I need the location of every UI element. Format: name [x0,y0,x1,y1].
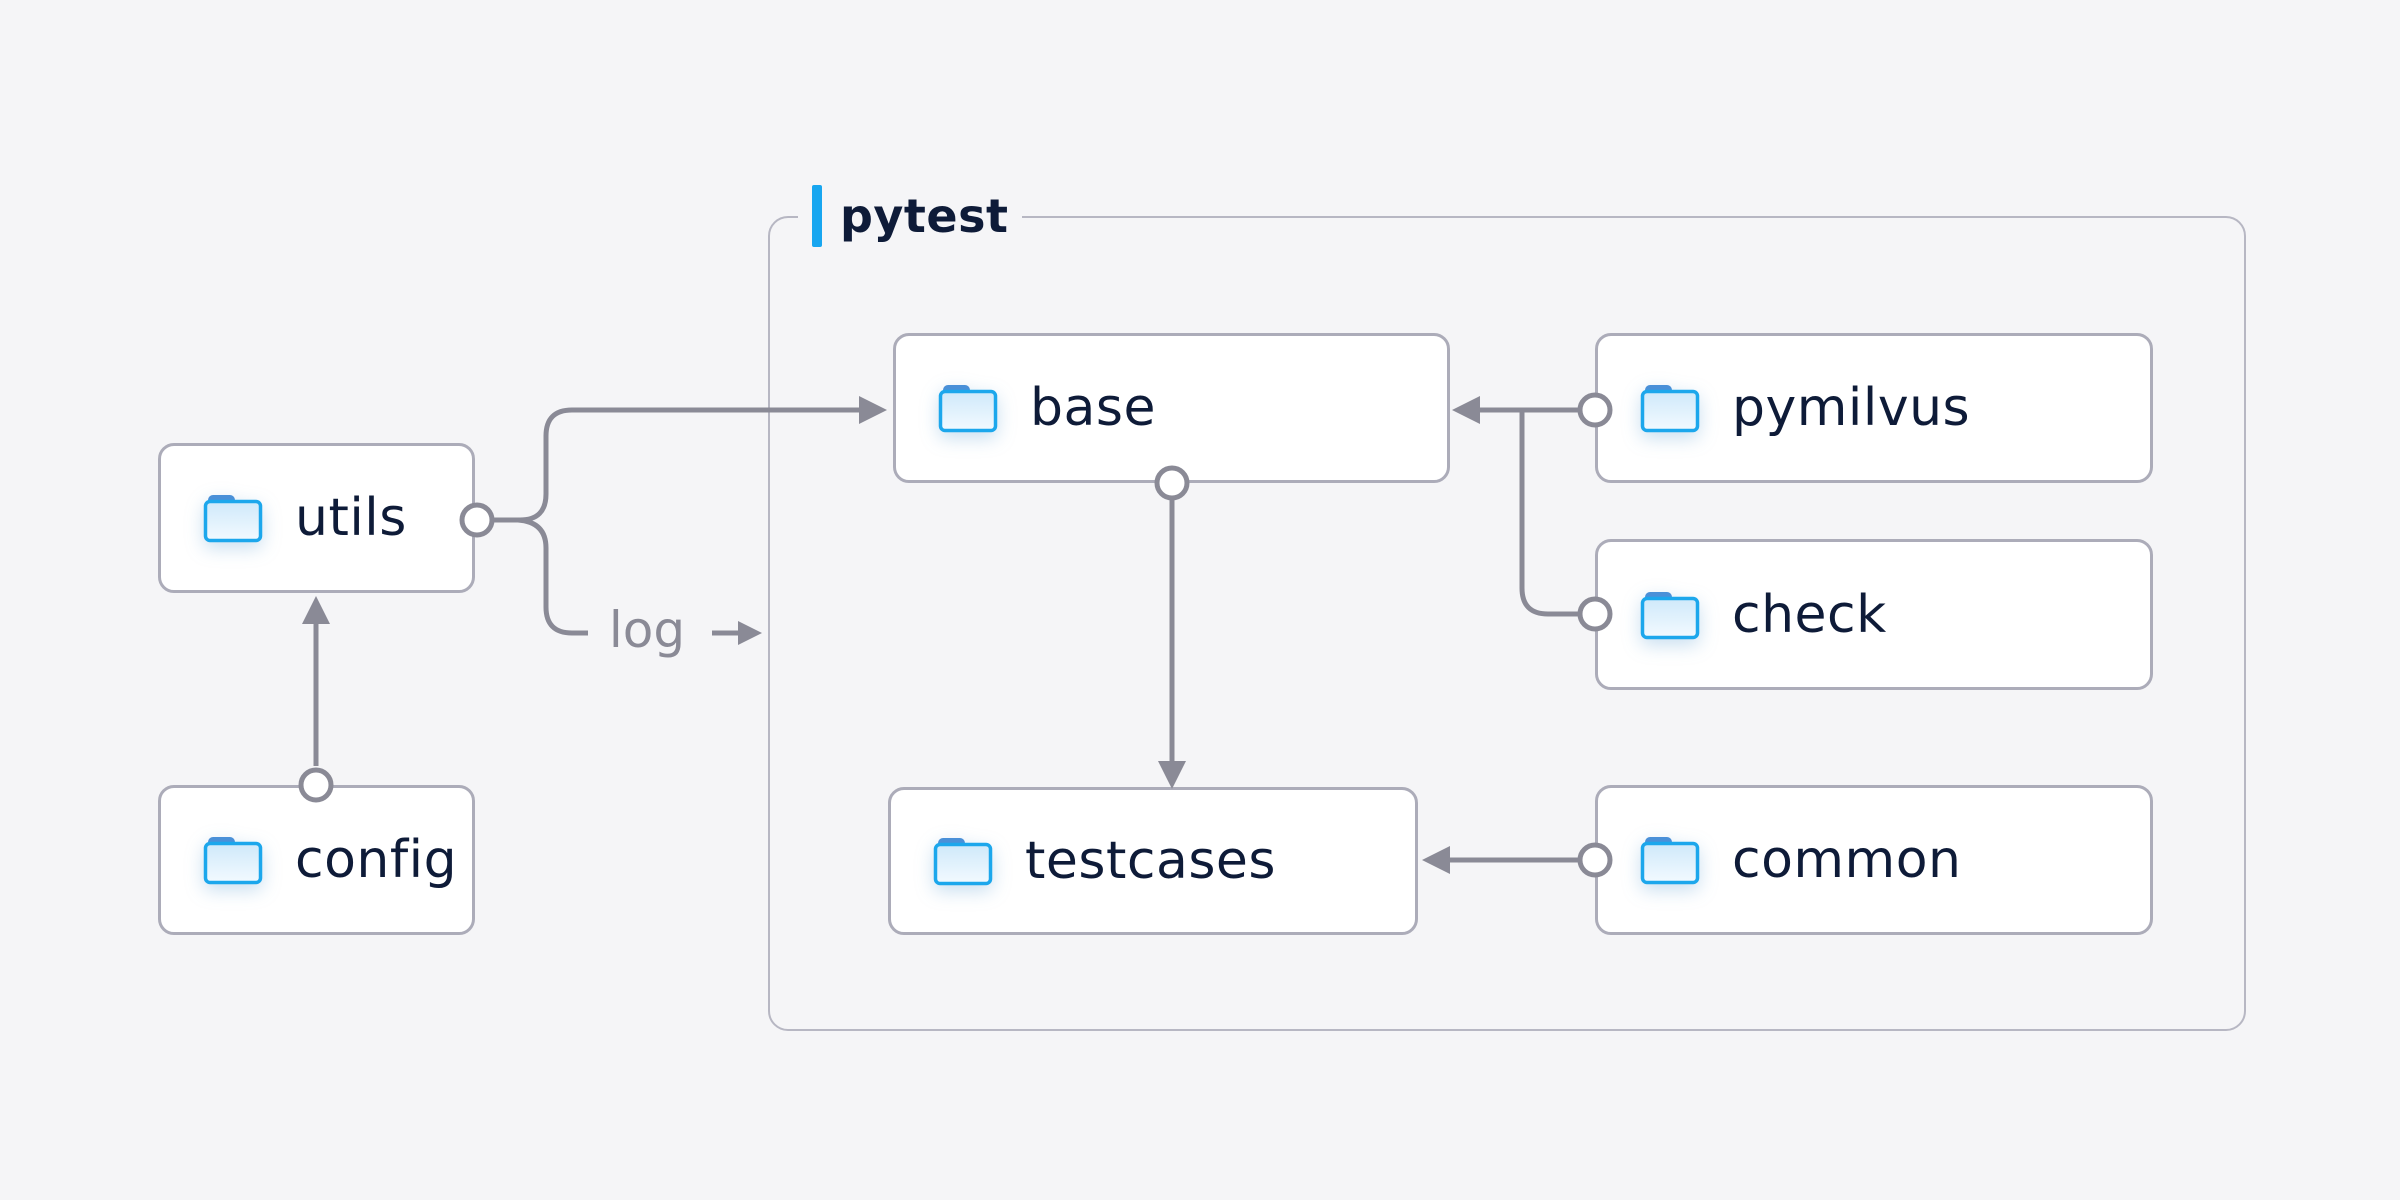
node-pymilvus: pymilvus [1595,333,2153,483]
node-common: common [1595,785,2153,935]
arrowhead-into-utils [302,596,330,624]
folder-icon [201,834,265,886]
node-check: check [1595,539,2153,690]
node-utils-label: utils [295,488,407,548]
pytest-group-container [768,216,2246,1031]
folder-icon [1638,589,1702,641]
folder-icon [931,835,995,887]
node-config: config [158,785,475,935]
folder-icon [1638,382,1702,434]
pytest-label-text: pytest [840,189,1009,243]
edge-label-log: log [608,601,686,659]
node-config-label: config [295,830,458,890]
edge-utils-to-log-line [517,517,588,636]
pytest-group-label: pytest [798,184,1023,248]
node-pymilvus-label: pymilvus [1732,378,1971,438]
node-common-label: common [1732,830,1962,890]
pytest-accent-bar [812,185,822,247]
node-testcases: testcases [888,787,1418,935]
node-base: base [893,333,1450,483]
folder-icon [1638,834,1702,886]
arrowhead-log [738,621,762,645]
node-check-label: check [1732,584,1887,645]
node-utils: utils [158,443,475,593]
node-base-label: base [1030,378,1156,438]
node-testcases-label: testcases [1025,831,1276,891]
folder-icon [936,382,1000,434]
folder-icon [201,492,265,544]
